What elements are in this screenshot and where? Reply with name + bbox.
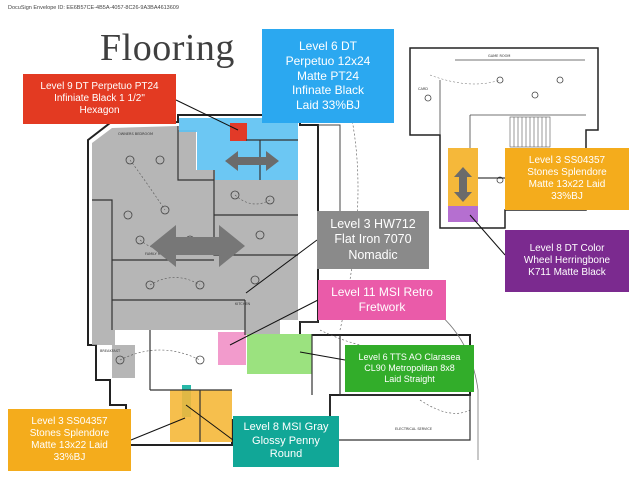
room-label-kitchen: KITCHEN	[235, 302, 251, 306]
room-label-card: CARD	[418, 87, 428, 91]
zone-level9	[230, 123, 247, 141]
zone-level8-dt	[448, 206, 478, 222]
garage-outline	[329, 395, 471, 441]
page-title: Flooring	[100, 27, 235, 69]
callout-level6-dt: Level 6 DT Perpetuo 12x24 Matte PT24 Inf…	[262, 29, 394, 123]
callout-level8-msi: Level 8 MSI Gray Glossy Penny Round	[233, 416, 339, 467]
callout-level9: Level 9 DT Perpetuo PT24 Infiniate Black…	[23, 74, 176, 124]
room-label-owners-bedroom: OWNERS BEDROOM	[118, 132, 153, 136]
room-label-game-room: GAME ROOM	[488, 54, 510, 58]
callout-level6-tts: Level 6 TTS AO Clarasea CL90 Metropolita…	[345, 345, 474, 392]
callout-level8-dt: Level 8 DT Color Wheel Herringbone K711 …	[505, 230, 629, 292]
light-fixtures	[115, 155, 275, 365]
arrow-upper-bath	[454, 167, 472, 202]
callout-level3-top: Level 3 SS04357 Stones Splendore Matte 1…	[505, 148, 629, 210]
zone-level11	[218, 332, 246, 365]
callout-level11: Level 11 MSI Retro Fretwork	[318, 280, 446, 320]
callout-level3-hw712: Level 3 HW712 Flat Iron 7070 Nomadic	[317, 211, 429, 269]
interior-walls	[92, 126, 470, 442]
zone-gray-2	[95, 345, 135, 378]
room-label-breakfast: BREAKFAST	[100, 349, 121, 353]
room-label-electrical: ELECTRICAL SERVICE	[395, 427, 432, 431]
envelope-id: DocuSign Envelope ID: EE6B57CE-4B5A-4057…	[8, 5, 179, 11]
room-label-family-room: FAMILY ROOM	[145, 252, 169, 256]
callout-level3-bottom: Level 3 SS04357 Stones Splendore Matte 1…	[8, 409, 131, 471]
zone-level6-tts	[247, 334, 312, 374]
leader-lines	[130, 99, 506, 441]
arrow-gray-zone	[150, 225, 245, 267]
arrow-blue-zone	[225, 151, 279, 171]
zone-level3-hw712	[92, 126, 298, 345]
